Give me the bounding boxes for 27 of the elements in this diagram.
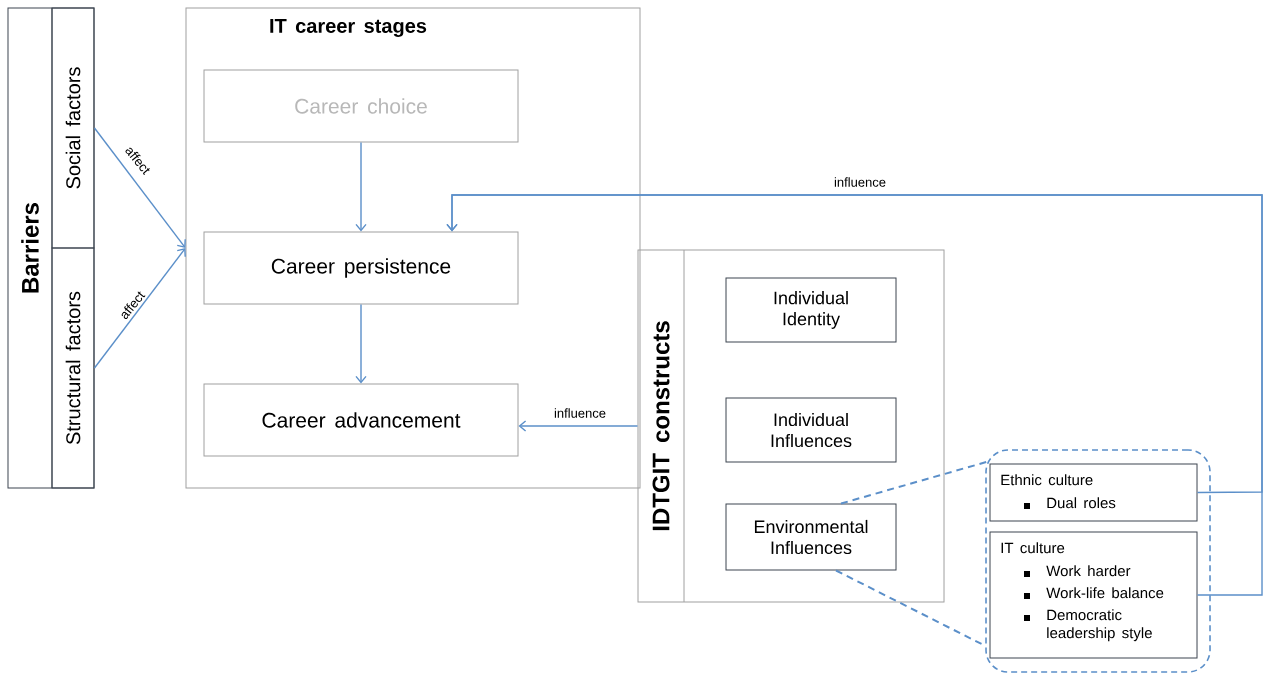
arrow [355, 303, 367, 384]
stage-box: Career persistence [203, 231, 519, 305]
factor-box: Social factors [51, 7, 95, 249]
arrow [446, 194, 1263, 596]
list-heading: Ethnic culture [1001, 474, 1093, 486]
panel-title: Barriers [21, 203, 39, 293]
edge-label: influence [833, 176, 888, 188]
stage-box: Career choice [203, 69, 519, 143]
list-heading: IT culture [1001, 542, 1065, 554]
stage-box: Environmental Influences [725, 503, 897, 571]
arrow [93, 248, 186, 369]
dashed-connector [835, 569, 985, 646]
arrow [93, 127, 186, 248]
bullet-item: Democratic leadership style [1024, 609, 1152, 642]
panel-title: IT career stages [270, 19, 427, 37]
dashed-group-outline [985, 449, 1211, 673]
factor-box: Structural factors [51, 247, 95, 489]
arrow [518, 420, 639, 432]
bullet-item: Work harder [1024, 565, 1131, 577]
panel-title: IDTGIT constructs [652, 321, 670, 531]
bullet-item: Work-life balance [1024, 587, 1164, 599]
arrow [355, 141, 367, 232]
stage-box: Individual Influences [725, 397, 897, 463]
bullet-item: Dual roles [1024, 497, 1116, 509]
stage-box: Career advancement [203, 383, 519, 457]
edge-label: influence [553, 407, 607, 419]
stage-box: Individual Identity [725, 277, 897, 343]
